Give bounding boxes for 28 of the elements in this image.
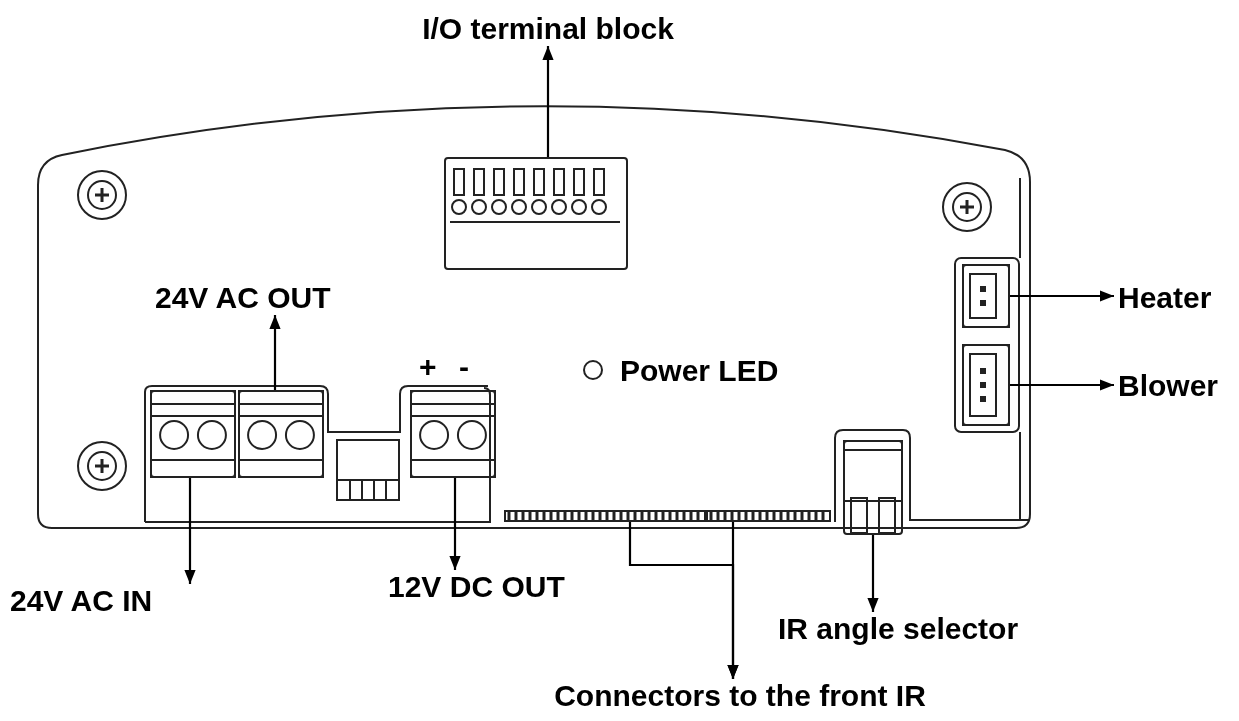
- connector-strip: [505, 510, 705, 522]
- callout-label: IR angle selector: [778, 614, 1019, 644]
- selector-switch: [843, 440, 903, 535]
- leader-line: [184, 478, 196, 584]
- leader-line: [1010, 290, 1114, 302]
- pin-connector: [962, 344, 1010, 426]
- callout-label: 12V DC OUT: [388, 572, 565, 602]
- polarity-sign: -: [459, 352, 469, 382]
- callout-label: Heater: [1118, 283, 1212, 313]
- callout-label: 24V AC IN: [10, 586, 153, 616]
- callout-label: Blower: [1118, 371, 1219, 401]
- leader-line: [542, 46, 554, 157]
- connector-strip: [707, 510, 830, 522]
- led-label: Power LED: [620, 356, 779, 386]
- terminal-block: [444, 157, 628, 270]
- screw-terminal: [150, 390, 236, 478]
- screw-terminal: [238, 390, 324, 478]
- leader-line: [269, 315, 281, 390]
- pin-connector: [962, 264, 1010, 328]
- callout-label: 24V AC OUT: [155, 283, 331, 313]
- callout-label: I/O terminal block: [422, 14, 674, 44]
- screw-terminal: [410, 390, 496, 478]
- leader-line: [727, 522, 739, 679]
- leader-line: [449, 478, 461, 570]
- leader-line: [867, 535, 879, 612]
- leader-line: [1010, 379, 1114, 391]
- callout-label: Connectors to the front IR: [554, 681, 926, 711]
- polarity-sign: +: [419, 352, 437, 382]
